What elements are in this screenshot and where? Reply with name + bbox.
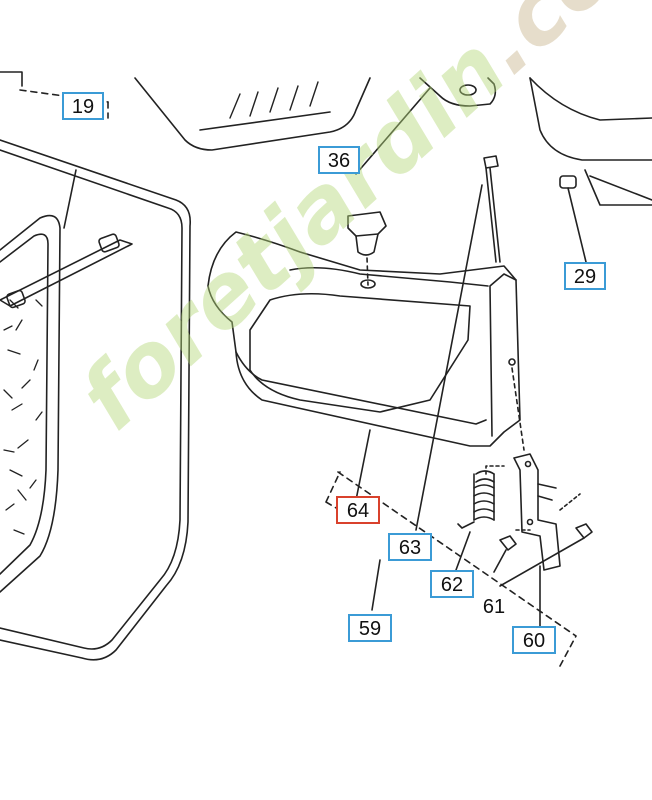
knob-36: [347, 87, 431, 286]
part-label-29[interactable]: 29: [564, 262, 606, 290]
part-label-63[interactable]: 63: [388, 533, 432, 561]
spring-62: [455, 465, 505, 571]
leader-61: [493, 537, 585, 587]
latch-bracket-60: [513, 453, 561, 627]
group-59-dashed-box: [325, 471, 577, 667]
leader-63: [415, 184, 483, 531]
bolt-63: [415, 155, 501, 531]
leader-59: [371, 559, 381, 611]
nuts-61: [493, 493, 593, 587]
part-label-59[interactable]: 59: [348, 614, 392, 642]
partial-label-frame: [0, 71, 23, 87]
top-chassis-part: [134, 77, 497, 151]
part-label-19[interactable]: 19: [62, 92, 104, 120]
part-label-64[interactable]: 64: [336, 496, 380, 524]
grass-bag-mesh: [0, 214, 61, 593]
leader-36: [355, 87, 431, 175]
part-29-nut: [559, 175, 577, 189]
bag-support-rod: [0, 233, 133, 309]
grass-bag-frame: [0, 139, 192, 661]
part-label-60[interactable]: 60: [512, 626, 556, 654]
leader-19: [63, 169, 77, 229]
deflector-flap-64: [207, 231, 525, 501]
part-label-62[interactable]: 62: [430, 570, 474, 598]
leader-62: [455, 531, 471, 571]
right-discharge-part: [529, 77, 652, 263]
part-label-61[interactable]: 61: [482, 596, 506, 618]
part-label-36[interactable]: 36: [318, 146, 360, 174]
leader-29: [567, 187, 587, 263]
leader-64: [355, 429, 371, 501]
